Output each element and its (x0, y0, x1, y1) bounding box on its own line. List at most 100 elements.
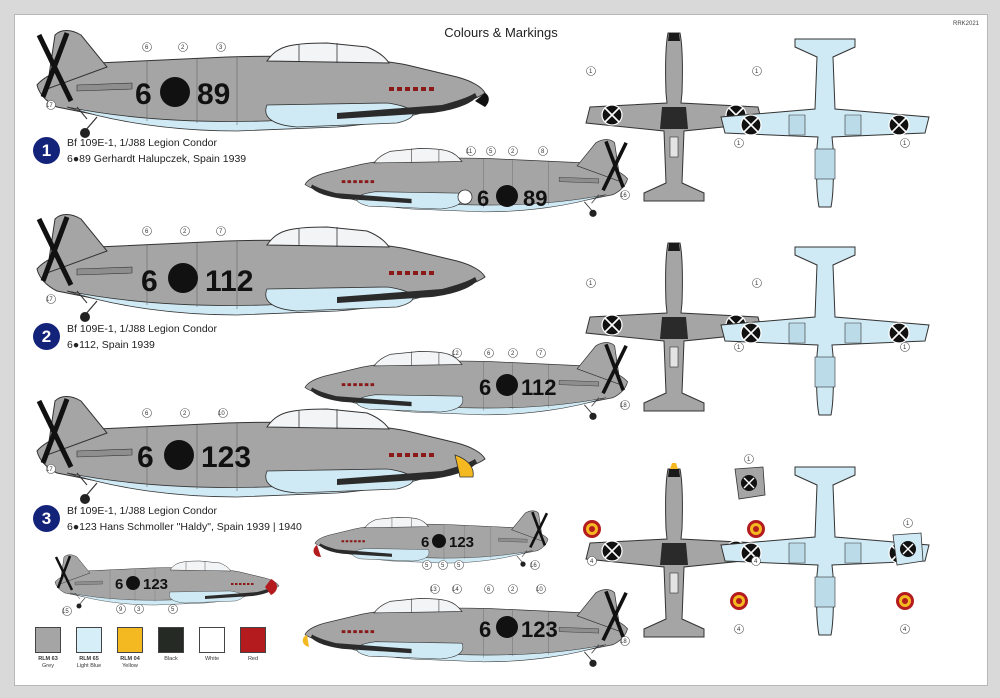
scheme-1-title: Bf 109E-1, 1/J88 Legion Condor (67, 137, 218, 149)
svg-text:4: 4 (737, 627, 741, 633)
swatch-white (199, 627, 225, 653)
swatch-yellow (117, 627, 143, 653)
svg-text:2: 2 (511, 351, 515, 357)
svg-text:2: 2 (511, 587, 515, 593)
svg-text:4: 4 (754, 559, 758, 565)
svg-text:2: 2 (183, 229, 187, 235)
svg-text:4: 4 (590, 559, 594, 565)
svg-text:5: 5 (425, 563, 429, 569)
svg-text:1: 1 (903, 141, 907, 147)
svg-text:1: 1 (755, 281, 759, 287)
swatch-black-label: Black (164, 656, 178, 662)
svg-text:7: 7 (539, 351, 543, 357)
svg-text:17: 17 (46, 103, 53, 109)
callouts: 6 2 3 17 11 5 2 8 16 1 1 1 1 6 2 7 17 12… (46, 42, 913, 646)
svg-text:3: 3 (219, 45, 223, 51)
code-3b-left: 6 (421, 534, 429, 551)
swatch-red-label: Red (247, 656, 259, 662)
scheme-3-subtitle: 6●123 Hans Schmoller "Haldy", Spain 1939… (67, 521, 302, 533)
swatch-light-blue (76, 627, 102, 653)
svg-text:6: 6 (145, 411, 149, 417)
marking-sheet: Colours & Markings RRK2021 (14, 14, 988, 686)
svg-text:12: 12 (452, 351, 459, 357)
code-2-left: 6 (141, 265, 158, 298)
swatch-grey (35, 627, 61, 653)
svg-text:5: 5 (457, 563, 461, 569)
svg-text:1: 1 (747, 457, 751, 463)
code-1b-right: 89 (523, 186, 547, 211)
scheme-2-title: Bf 109E-1, 1/J88 Legion Condor (67, 323, 218, 335)
svg-text:9: 9 (119, 607, 123, 613)
code-3b-right: 123 (449, 534, 474, 551)
code-3d-right: 123 (521, 617, 558, 642)
plan-1-bottom (720, 38, 930, 208)
swatch-white-label: White (204, 656, 220, 662)
svg-text:17: 17 (46, 467, 53, 473)
code-3-left: 6 (137, 441, 154, 474)
scheme-3-badge: 3 (33, 505, 60, 532)
svg-text:5: 5 (441, 563, 445, 569)
plan-2-bottom (720, 246, 930, 416)
swatch-black (158, 627, 184, 653)
svg-text:6: 6 (487, 351, 491, 357)
code-2b-right: 112 (521, 375, 557, 400)
artwork: 6 89 6 89 6 112 6 112 (15, 15, 930, 685)
svg-text:3: 3 (137, 607, 141, 613)
plan-3-bottom (720, 466, 930, 636)
svg-text:7: 7 (219, 229, 223, 235)
profile-2-left: 6 112 (37, 215, 485, 323)
svg-text:5: 5 (171, 607, 175, 613)
svg-text:17: 17 (46, 297, 53, 303)
svg-text:1: 1 (589, 281, 593, 287)
svg-text:1: 1 (737, 141, 741, 147)
unit-emblem (457, 189, 473, 205)
plan-3-top (583, 463, 765, 638)
svg-text:2: 2 (511, 149, 515, 155)
code-3c-right: 123 (143, 576, 168, 593)
svg-text:14: 14 (452, 587, 459, 593)
code-3c-left: 6 (115, 576, 123, 593)
svg-text:1: 1 (589, 69, 593, 75)
svg-text:2: 2 (183, 411, 187, 417)
scheme-2-caption: Bf 109E-1, 1/J88 Legion Condor 6●112, Sp… (67, 321, 217, 353)
svg-text:15: 15 (62, 609, 69, 615)
scheme-1-subtitle: 6●89 Gerhardt Halupczek, Spain 1939 (67, 153, 247, 165)
scheme-3-caption: Bf 109E-1, 1/J88 Legion Condor 6●123 Han… (67, 503, 302, 535)
profile-3-right-b (305, 590, 628, 667)
sheet-code: RRK2021 (952, 21, 979, 27)
svg-text:10: 10 (218, 411, 225, 417)
svg-text:1: 1 (906, 521, 910, 527)
code-1-left: 6 (135, 78, 152, 111)
svg-text:8: 8 (541, 149, 545, 155)
svg-text:1: 1 (903, 345, 907, 351)
svg-text:6: 6 (487, 587, 491, 593)
svg-text:13: 13 (430, 587, 437, 593)
code-1b-left: 6 (477, 186, 489, 211)
swatch-red (240, 627, 266, 653)
scheme-2-subtitle: 6●112, Spain 1939 (67, 339, 155, 351)
sheet-title: Colours & Markings (444, 25, 558, 40)
code-2-right: 112 (205, 265, 253, 298)
code-3d-left: 6 (479, 617, 491, 642)
svg-text:18: 18 (620, 639, 627, 645)
profile-2-right (305, 343, 628, 420)
profile-3-right-a (315, 511, 548, 567)
svg-text:11: 11 (466, 149, 473, 155)
svg-text:6: 6 (145, 229, 149, 235)
code-2b-left: 6 (479, 375, 491, 400)
svg-text:5: 5 (489, 149, 493, 155)
scheme-2-badge: 2 (33, 323, 60, 350)
profile-3-left: 6 123 (37, 397, 485, 505)
code-3-right: 123 (201, 441, 251, 474)
svg-text:16: 16 (620, 193, 627, 199)
svg-text:10: 10 (536, 587, 543, 593)
svg-text:1: 1 (737, 345, 741, 351)
svg-text:4: 4 (903, 627, 907, 633)
svg-text:18: 18 (620, 403, 627, 409)
svg-text:2: 2 (181, 45, 185, 51)
svg-text:6: 6 (145, 45, 149, 51)
scheme-1-badge: 1 (33, 137, 60, 164)
